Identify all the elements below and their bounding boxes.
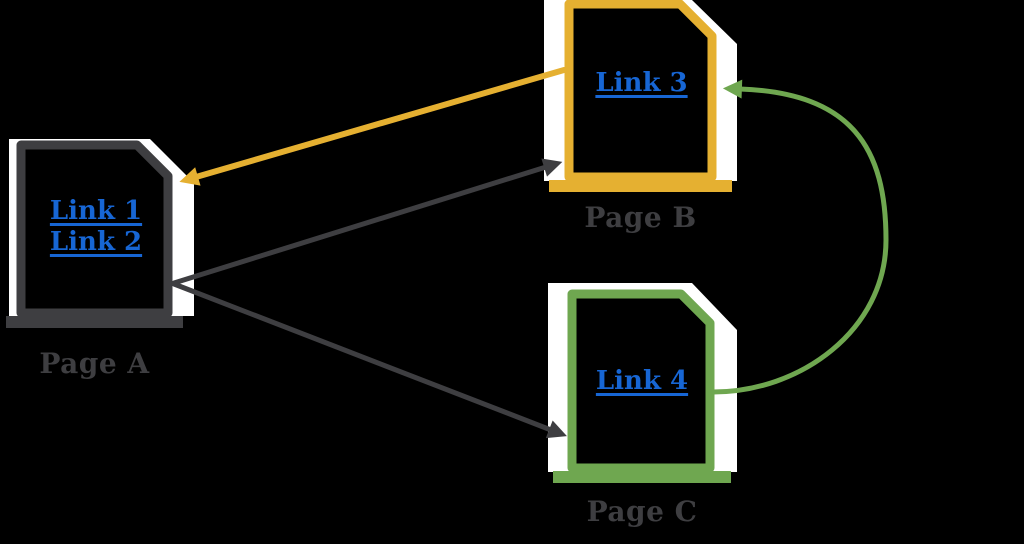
page-c-document-icon: [567, 289, 715, 473]
page-a-links: Link 1 Link 2: [23, 196, 169, 258]
page-c-base-bar: [553, 471, 731, 483]
arrow-page-b-to-page-a: [179, 67, 567, 186]
page-a-label: Page A: [39, 347, 150, 380]
link-1[interactable]: Link 1: [49, 196, 143, 226]
page-c-label: Page C: [586, 495, 698, 528]
page-b-label: Page B: [584, 201, 697, 234]
arrow-page-a-to-page-c: [171, 281, 567, 439]
link-4[interactable]: Link 4: [595, 366, 689, 396]
page-b-document-icon: [564, 0, 717, 182]
link-2[interactable]: Link 2: [49, 227, 143, 257]
page-a-base-bar: [6, 316, 183, 328]
page-b-links: Link 3: [569, 68, 714, 99]
arrow-page-a-to-page-b: [171, 158, 563, 286]
page-b-base-bar: [549, 180, 732, 192]
link-3[interactable]: Link 3: [595, 68, 688, 98]
page-a-document-icon: [16, 140, 173, 318]
arrow-page-c-to-page-b: [708, 79, 889, 395]
page-c-links: Link 4: [571, 366, 713, 397]
